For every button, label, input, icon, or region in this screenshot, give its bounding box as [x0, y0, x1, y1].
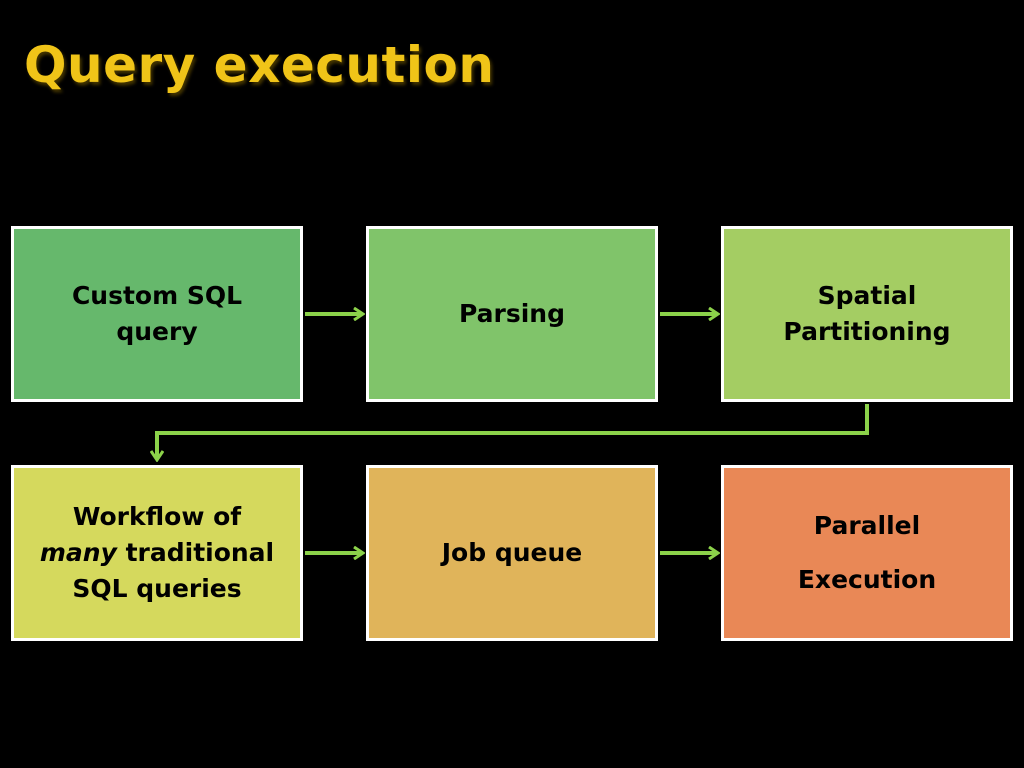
slide-title: Query execution: [24, 36, 495, 94]
box-label-line: Parallel: [813, 510, 921, 540]
box-workflow-of-many-queries: Workflow of many traditional SQL queries: [11, 465, 303, 641]
box-label-line: Custom SQL: [71, 280, 243, 310]
arrow-spatial-partitioning-to-workflow: [157, 404, 869, 459]
box-label-line: Job queue: [441, 537, 583, 567]
box-label-line: Execution: [797, 565, 937, 594]
box-parsing: Parsing: [366, 226, 658, 402]
box-label-fragment: traditional: [116, 537, 275, 567]
box-job-queue-label: Job queue: [442, 535, 582, 571]
box-job-queue: Job queue: [366, 465, 658, 641]
box-custom-sql-query-label: Custom SQL query: [72, 278, 242, 351]
box-label-line: query: [116, 317, 198, 346]
box-parallel-execution: Parallel Execution: [721, 465, 1013, 641]
box-parallel-execution-label: Parallel Execution: [798, 508, 936, 599]
box-label-line: Parsing: [459, 298, 565, 328]
box-custom-sql-query: Custom SQL query: [11, 226, 303, 402]
box-label-line: many traditional: [40, 535, 274, 571]
box-label-line: Partitioning: [783, 317, 951, 346]
box-spatial-partitioning: Spatial Partitioning: [721, 226, 1013, 402]
box-label-line: SQL queries: [72, 574, 242, 604]
emphasis-many: many: [39, 537, 117, 567]
box-label-line: Workflow of: [72, 501, 242, 531]
box-parsing-label: Parsing: [459, 296, 565, 332]
box-workflow-label: Workflow of many traditional SQL queries: [40, 499, 274, 608]
box-label-line: Spatial: [817, 280, 917, 310]
box-spatial-partitioning-label: Spatial Partitioning: [783, 278, 950, 351]
